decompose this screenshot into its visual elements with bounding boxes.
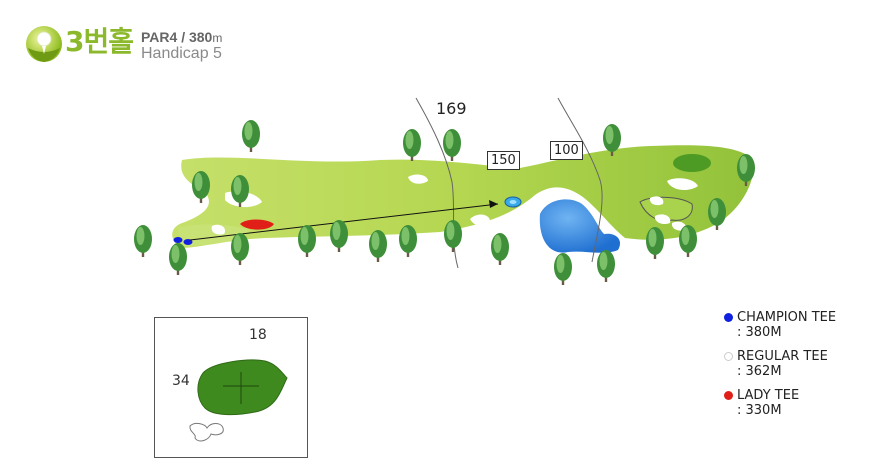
green-bunker (189, 422, 224, 442)
bunker (667, 178, 698, 191)
legend-distance: : 362M (737, 364, 782, 379)
green-width: 34 (172, 373, 190, 389)
champion-tee-icon (724, 312, 733, 322)
legend-regular: REGULAR TEE : 362M (724, 348, 836, 379)
handicap-text: Handicap 5 (141, 45, 222, 62)
champion-tee (173, 237, 183, 243)
yardage-169-label: 169 (436, 99, 467, 118)
bunker (654, 214, 671, 225)
golf-ball-logo-icon (26, 26, 62, 62)
lady-tee-icon (724, 390, 733, 400)
fairway (172, 145, 754, 248)
legend-champion: CHAMPION TEE : 380M (724, 309, 836, 340)
lady-tee (240, 219, 274, 230)
green-shape (197, 359, 288, 416)
map-green (673, 154, 711, 172)
green-detail-diagram (189, 359, 288, 442)
bunker (470, 214, 490, 226)
par-text: PAR4 / 380 (141, 29, 213, 45)
green-depth: 18 (249, 327, 267, 343)
bunker (211, 224, 226, 235)
legend-label: REGULAR TEE (737, 348, 828, 364)
bunker (408, 174, 428, 184)
hole-title: 3번홀 (65, 25, 134, 58)
yardage-100-marker: 100 (550, 141, 583, 160)
legend-distance: : 380M (737, 325, 782, 340)
water-hazard (539, 199, 621, 253)
shot-arrow-icon (489, 200, 498, 208)
par-distance: PAR4 / 380m (141, 30, 222, 46)
legend-lady: LADY TEE : 330M (724, 387, 836, 418)
bunker (649, 196, 664, 206)
tee-legend: CHAMPION TEE : 380M REGULAR TEE : 362M L… (724, 309, 836, 426)
regular-tee-icon (724, 351, 733, 361)
legend-distance: : 330M (737, 403, 782, 418)
par-unit: m (212, 31, 223, 45)
legend-label: LADY TEE (737, 387, 800, 403)
yardage-150-marker: 150 (487, 151, 520, 170)
green-detail-box: 18 34 (154, 317, 308, 458)
legend-label: CHAMPION TEE (737, 309, 837, 325)
